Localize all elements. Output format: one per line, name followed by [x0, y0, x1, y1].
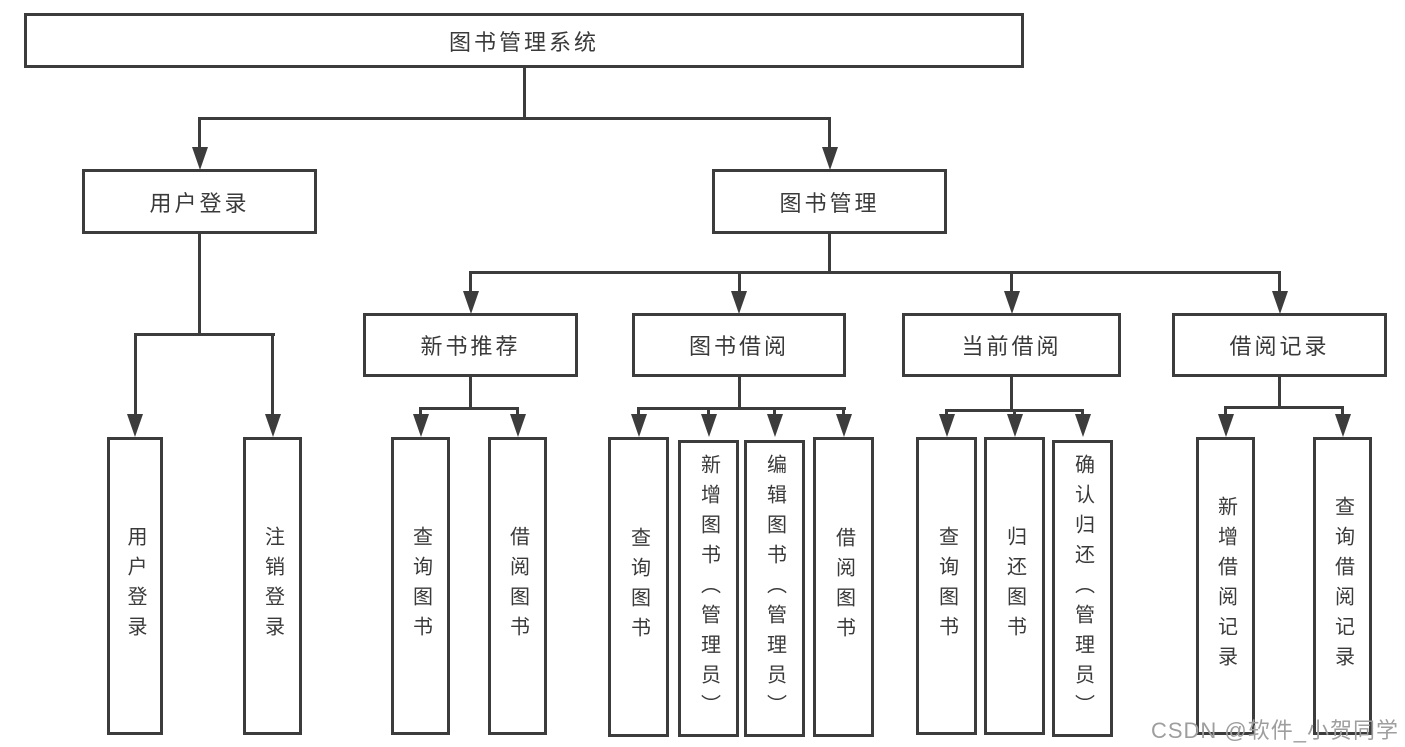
connector-line [1278, 377, 1281, 409]
leaf-query-borrow-record: 查询借阅记录 [1313, 437, 1372, 735]
node-label: 借阅记录 [1229, 334, 1330, 359]
arrow-down [938, 414, 955, 437]
node-label: 查询借阅记录 [1331, 496, 1354, 676]
connector-line [1010, 377, 1013, 412]
connector-line [133, 333, 275, 336]
node-label: 查询图书 [409, 526, 432, 646]
connector-line [637, 407, 640, 414]
node-label: 新增图书（管理员） [697, 453, 720, 724]
node-label: 当前借阅 [961, 334, 1062, 359]
arrow-down [127, 414, 143, 437]
leaf-query-books-recommend: 查询图书 [391, 437, 450, 735]
arrow-down [462, 291, 479, 314]
connector-line [737, 271, 741, 291]
connector-line [1278, 271, 1281, 291]
node-label: 借阅图书 [506, 526, 529, 646]
node-label: 新增借阅记录 [1214, 496, 1237, 676]
node-label: 图书管理系统 [448, 29, 599, 55]
node-label: 用户登录 [124, 526, 146, 646]
node-label: 查询图书 [935, 526, 958, 646]
connector-line [198, 117, 201, 148]
connector-line [1013, 409, 1016, 414]
arrow-down [822, 147, 838, 170]
leaf-add-book-admin: 新增图书（管理员） [678, 440, 739, 737]
arrow-down [509, 414, 526, 437]
connector-line [469, 271, 1281, 274]
node-new-book-recommendation: 新书推荐 [363, 313, 578, 377]
arrow-down [1334, 414, 1351, 437]
connector-line [707, 407, 710, 414]
node-label: 编辑图书（管理员） [763, 453, 786, 724]
connector-line [1341, 406, 1344, 414]
connector-line [1224, 406, 1344, 409]
node-label: 图书管理 [779, 190, 880, 216]
leaf-logout: 注销登录 [243, 437, 302, 735]
leaf-borrow-books-recommend: 借阅图书 [488, 437, 547, 735]
node-borrowing-records: 借阅记录 [1172, 313, 1387, 377]
connector-line [737, 377, 741, 410]
arrow-down [1006, 414, 1023, 437]
connector-line [1224, 406, 1227, 414]
leaf-confirm-return-admin: 确认归还（管理员） [1052, 440, 1113, 737]
connector-line [842, 407, 845, 414]
node-label: 用户登录 [149, 190, 250, 216]
arrow-down [766, 414, 783, 437]
connector-line [198, 234, 201, 336]
arrow-down [1074, 414, 1091, 437]
connector-line [828, 234, 831, 274]
connector-line [271, 333, 274, 414]
arrow-down [1217, 414, 1234, 437]
connector-line [1081, 409, 1084, 414]
connector-line [945, 409, 948, 414]
csdn-watermark: CSDN @软件_小贺同学 [1150, 718, 1399, 743]
node-user-login: 用户登录 [82, 169, 317, 234]
arrow-down [1271, 291, 1288, 314]
arrow-down [412, 414, 429, 437]
node-label: 确认归还（管理员） [1071, 453, 1094, 724]
leaf-add-borrow-record: 新增借阅记录 [1196, 437, 1255, 735]
node-label: 图书借阅 [688, 334, 789, 359]
leaf-edit-book-admin: 编辑图书（管理员） [744, 440, 805, 737]
connector-line [773, 407, 776, 414]
node-book-management: 图书管理 [712, 169, 947, 234]
connector-line [1010, 271, 1013, 291]
leaf-query-books-borrowing: 查询图书 [608, 437, 669, 737]
node-label: 注销登录 [261, 526, 284, 646]
arrow-down [835, 414, 852, 437]
leaf-user-login: 用户登录 [107, 437, 163, 735]
connector-line [133, 333, 137, 414]
connector-line [419, 407, 519, 410]
arrow-down [192, 147, 208, 170]
arrow-down [630, 414, 647, 437]
node-label: 借阅图书 [832, 527, 855, 647]
leaf-return-book: 归还图书 [984, 437, 1045, 735]
connector-line [637, 407, 846, 410]
node-book-borrowing: 图书借阅 [632, 313, 846, 377]
connector-line [523, 68, 526, 119]
connector-line [419, 407, 422, 414]
arrow-down [264, 414, 281, 437]
connector-line [469, 377, 472, 410]
node-library-management-system: 图书管理系统 [24, 13, 1024, 68]
leaf-query-books-current: 查询图书 [916, 437, 977, 735]
arrow-down [700, 414, 717, 437]
node-label: 新书推荐 [420, 334, 521, 359]
node-label: 查询图书 [627, 527, 650, 647]
connector-line [198, 117, 831, 120]
connector-line [516, 407, 519, 414]
arrow-down [731, 291, 747, 314]
arrow-down [1003, 291, 1020, 314]
node-current-borrowing: 当前借阅 [902, 313, 1121, 377]
node-label: 归还图书 [1003, 526, 1026, 646]
connector-line [828, 117, 831, 148]
connector-line [469, 271, 472, 291]
leaf-borrow-books-borrowing: 借阅图书 [813, 437, 874, 737]
